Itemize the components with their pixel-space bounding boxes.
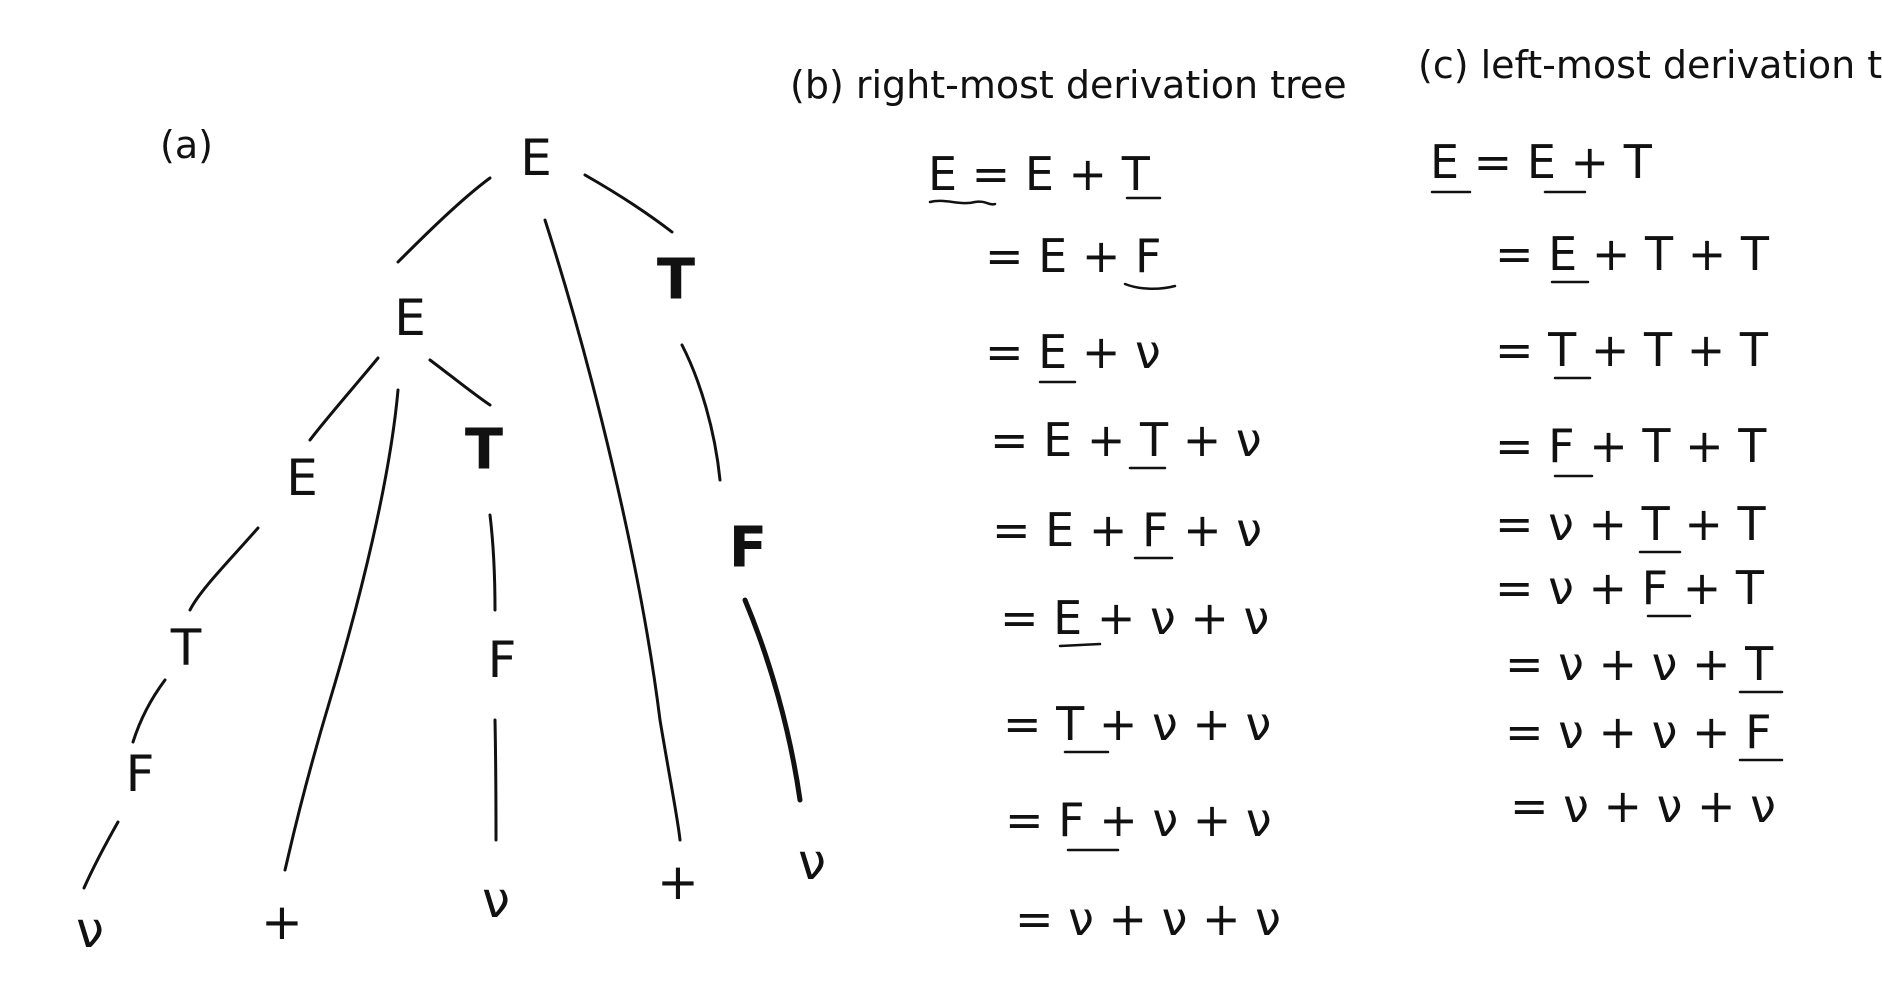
edge-F-v1 [82, 820, 120, 890]
rightmost-step-3: = E + ν [985, 325, 1161, 379]
node-T1: T [657, 248, 695, 313]
leftmost-step-5: = ν + T + T [1495, 497, 1767, 551]
node-F-right: F [729, 516, 767, 581]
edge-root-T1 [583, 173, 674, 234]
leftmost-step-1: E = E + T [1430, 135, 1653, 189]
rightmost-step-2: = E + F [985, 229, 1161, 283]
rightmost-step-7: = T + ν + ν [1003, 697, 1271, 751]
edge-T3-F [131, 678, 167, 744]
node-T3: T [170, 619, 202, 677]
rightmost-step-6: = E + ν + ν [1000, 591, 1269, 645]
node-E1: E [394, 289, 426, 347]
edge-F-v3 [742, 597, 803, 803]
leftmost-step-3: = T + T + T [1495, 323, 1769, 377]
leftmost-step-2: = E + T + T [1495, 227, 1770, 281]
rightmost-steps: E = E + T = E + F = E + ν = E + T + ν = … [928, 147, 1281, 946]
node-F-mid: F [488, 631, 517, 689]
edge-E1-E2 [308, 356, 380, 442]
leaf-plus1: + [261, 893, 303, 951]
tree-edges [82, 173, 803, 890]
leaf-v3: ν [798, 833, 826, 891]
edge-E1-plus1 [283, 388, 400, 872]
edge-T1-F [680, 343, 722, 482]
edge-root-plus2 [543, 218, 682, 842]
rightmost-underlines [928, 196, 1177, 852]
leftmost-step-9: = ν + ν + ν [1510, 779, 1776, 833]
rightmost-step-1: E = E + T [928, 147, 1151, 201]
leftmost-steps: E = E + T = E + T + T = T + T + T = F + … [1430, 135, 1776, 833]
rightmost-step-9: = ν + ν + ν [1015, 892, 1281, 946]
edge-E1-T2 [428, 358, 492, 407]
leftmost-title: (c) left-most derivation tree [1418, 43, 1882, 87]
tree-label: (a) [160, 123, 213, 167]
leaf-v2: ν [482, 871, 510, 929]
edge-T2-F [488, 513, 497, 612]
node-T2: T [465, 418, 503, 483]
leftmost-step-8: = ν + ν + F [1505, 705, 1772, 759]
leftmost-step-6: = ν + F + T [1495, 561, 1765, 615]
rightmost-step-8: = F + ν + ν [1005, 793, 1272, 847]
rightmost-title: (b) right-most derivation tree [790, 63, 1347, 107]
rightmost-step-4: = E + T + ν [990, 413, 1262, 467]
leftmost-underlines [1430, 190, 1784, 762]
edge-E2-T3 [188, 526, 260, 612]
edge-root-E1 [396, 176, 492, 264]
leaf-v1: ν [76, 901, 104, 959]
leftmost-step-7: = ν + ν + T [1505, 637, 1774, 691]
rightmost-step-5: = E + F + ν [992, 503, 1262, 557]
underline-b2 [1123, 282, 1177, 290]
leftmost-step-4: = F + T + T [1495, 419, 1767, 473]
node-E2: E [286, 449, 318, 507]
underline-start-E [928, 199, 997, 206]
node-F-left: F [126, 745, 155, 803]
node-root-E: E [520, 129, 552, 187]
underline-b6 [1058, 642, 1102, 648]
leaf-plus2: + [657, 853, 699, 911]
edge-F-v2 [493, 718, 498, 842]
